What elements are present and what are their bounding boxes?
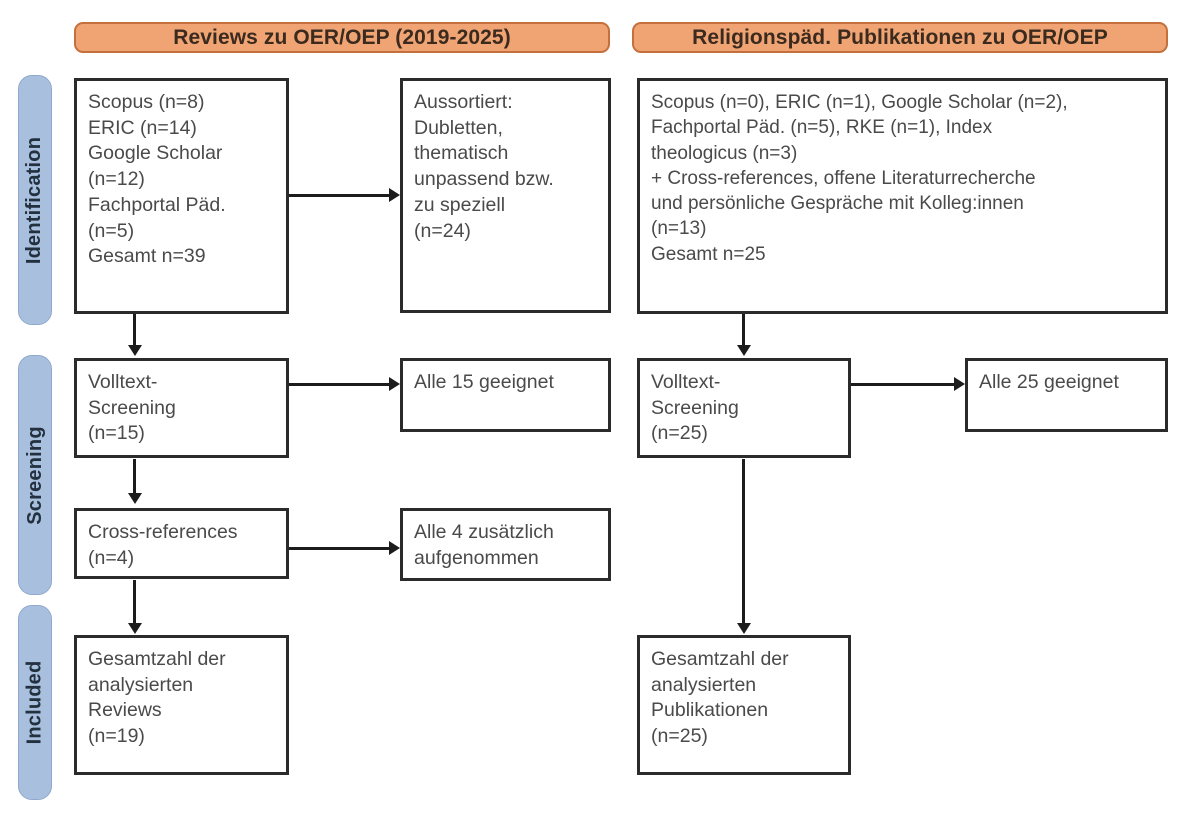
arrowhead-right-fulltext-to-result — [954, 377, 965, 391]
box-left-fulltext-screening: Volltext- Screening (n=15) — [74, 358, 289, 458]
stage-label-screening-text: Screening — [23, 425, 46, 525]
box-left-crossrefs-result: Alle 4 zusätzlich aufgenommen — [400, 508, 611, 581]
box-left-excluded: Aussortiert: Dubletten, thematisch unpas… — [400, 78, 611, 313]
column-header-religionspaed: Religionspäd. Publikationen zu OER/OEP — [632, 22, 1168, 53]
box-left-included: Gesamtzahl der analysierten Reviews (n=1… — [74, 635, 289, 775]
connector-right-fulltext-to-included — [742, 459, 745, 625]
column-header-reviews: Reviews zu OER/OEP (2019-2025) — [74, 22, 610, 53]
arrowhead-left-crossrefs-to-result — [389, 541, 400, 555]
arrowhead-right-sources-to-fulltext — [737, 345, 751, 356]
box-right-sources: Scopus (n=0), ERIC (n=1), Google Scholar… — [637, 78, 1168, 314]
stage-label-included-text: Included — [23, 660, 46, 745]
box-right-fulltext-result: Alle 25 geeignet — [965, 358, 1168, 432]
arrowhead-left-sources-to-excluded — [389, 188, 400, 202]
stage-label-identification: Identification — [18, 75, 52, 325]
arrowhead-left-fulltext-to-result — [389, 377, 400, 391]
connector-left-fulltext-to-result — [289, 383, 389, 386]
connector-left-crossrefs-to-included — [133, 580, 136, 625]
connector-right-sources-to-fulltext — [742, 314, 745, 347]
box-left-crossrefs: Cross-references (n=4) — [74, 508, 289, 579]
stage-label-screening: Screening — [18, 355, 52, 595]
arrowhead-left-crossrefs-to-included — [128, 623, 142, 634]
arrowhead-left-sources-to-fulltext — [128, 345, 142, 356]
stage-label-included: Included — [18, 605, 52, 800]
connector-left-crossrefs-to-result — [289, 547, 389, 550]
box-left-fulltext-result: Alle 15 geeignet — [400, 358, 611, 432]
connector-left-fulltext-to-crossrefs — [133, 459, 136, 495]
connector-left-sources-to-fulltext — [133, 314, 136, 347]
box-right-fulltext-screening: Volltext- Screening (n=25) — [637, 358, 851, 458]
stage-label-identification-text: Identification — [23, 136, 46, 264]
box-right-included: Gesamtzahl der analysierten Publikatione… — [637, 635, 851, 775]
arrowhead-left-fulltext-to-crossrefs — [128, 493, 142, 504]
box-left-sources: Scopus (n=8) ERIC (n=14) Google Scholar … — [74, 78, 289, 314]
arrowhead-right-fulltext-to-included — [737, 623, 751, 634]
connector-right-fulltext-to-result — [851, 383, 954, 386]
connector-left-sources-to-excluded — [289, 194, 389, 197]
